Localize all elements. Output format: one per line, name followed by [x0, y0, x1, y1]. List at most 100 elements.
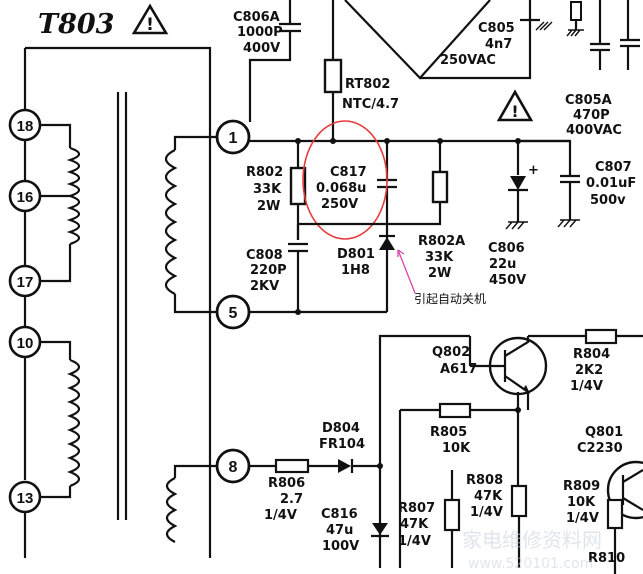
d804-value: FR104	[319, 437, 365, 452]
c806a-value: 1000P	[237, 25, 283, 40]
watermark-url: www.520101.com	[468, 556, 593, 572]
r802-value: 33K	[253, 182, 282, 197]
r807-rating: 1/4V	[398, 534, 431, 549]
c806-rating: 450V	[489, 273, 526, 288]
svg-text:17: 17	[17, 274, 34, 291]
c808-ref: C808	[246, 248, 283, 263]
transistor-q801	[606, 460, 643, 520]
warning-icon-2: !	[496, 89, 534, 122]
c805a-ref: C805A	[565, 93, 612, 108]
winding-secondary-2	[66, 194, 81, 246]
svg-text:10: 10	[17, 335, 34, 352]
c806a-rating: 400V	[243, 41, 280, 56]
capacitor-c816	[371, 523, 389, 538]
svg-text:+: +	[528, 163, 539, 178]
r802a-rating: 2W	[428, 266, 451, 281]
svg-text:!: !	[146, 15, 154, 35]
highlight-circle	[302, 120, 388, 240]
c807-rating: 500v	[590, 193, 626, 208]
c805a-value: 470P	[573, 108, 610, 123]
r808-ref: R808	[466, 473, 503, 488]
capacitor-c807	[560, 174, 580, 184]
c805-value: 4n7	[485, 37, 512, 52]
r802-ref: R802	[246, 165, 283, 180]
svg-text:16: 16	[17, 189, 34, 206]
r802a-ref: R802A	[418, 234, 465, 249]
transformer-title: T803	[38, 9, 114, 40]
c805-ref: C805	[478, 21, 515, 36]
r805-value: 10K	[442, 441, 471, 456]
c816-rating: 100V	[322, 539, 359, 554]
resistor-r806	[274, 458, 310, 474]
resistor-r804	[584, 328, 618, 345]
annotation-note: 引起自动关机	[414, 292, 486, 306]
resistor-r807	[443, 498, 461, 532]
winding-primary-1	[164, 149, 178, 295]
q801-ref: Q801	[585, 425, 623, 440]
winding-secondary-1	[66, 146, 81, 198]
annotation-pointer	[397, 249, 416, 294]
ground-symbol-top-1	[535, 21, 553, 31]
rt802-value: NTC/4.7	[342, 97, 399, 112]
pin-17: 17	[8, 264, 42, 298]
c808-value: 220P	[250, 263, 287, 278]
r805-ref: R805	[430, 425, 467, 440]
q802-ref: Q802	[432, 345, 470, 360]
svg-text:5: 5	[229, 305, 238, 322]
r806-rating: 1/4V	[264, 508, 297, 523]
resistor-r805	[438, 402, 472, 419]
r804-rating: 1/4V	[570, 379, 603, 394]
r806-value: 2.7	[280, 492, 303, 507]
r807-value: 47K	[400, 517, 429, 532]
pin-16: 16	[8, 179, 42, 213]
q802-value: A617	[440, 362, 477, 377]
ground-symbol-c807	[557, 219, 580, 228]
r802-rating: 2W	[257, 199, 280, 214]
r810-ref: R810	[588, 551, 625, 566]
c816-ref: C816	[321, 507, 358, 522]
capacitor-c808	[288, 242, 308, 253]
r804-ref: R804	[573, 347, 610, 362]
svg-text:1: 1	[229, 130, 238, 147]
r809-ref: R809	[563, 479, 600, 494]
r808-value: 47K	[474, 489, 503, 504]
c806-value: 22u	[489, 257, 516, 272]
warning-icon: !	[131, 3, 169, 35]
r809-value: 10K	[567, 495, 596, 510]
pin-18: 18	[8, 108, 42, 142]
c806-ref: C806	[488, 241, 525, 256]
pin-1: 1	[215, 119, 251, 155]
c805-rating: 250VAC	[440, 53, 496, 68]
svg-text:13: 13	[17, 490, 34, 507]
resistor-r802a	[431, 170, 449, 204]
c817-ref: C817	[330, 165, 367, 180]
pin-5: 5	[215, 294, 251, 330]
winding-primary-2	[165, 477, 178, 543]
q801-value: C2230	[577, 441, 623, 456]
c805a-rating: 400VAC	[566, 123, 622, 138]
c816-value: 47u	[326, 523, 353, 538]
ground-symbol-c806	[505, 221, 528, 230]
c806a-ref: C806A	[233, 10, 280, 25]
winding-secondary-3	[66, 358, 81, 488]
c807-ref: C807	[595, 160, 632, 175]
diode-d804	[338, 459, 354, 473]
watermark-cn: 家电维修资料网	[462, 528, 602, 552]
d801-value: 1H8	[341, 263, 370, 278]
resistor-r808	[510, 484, 528, 518]
c808-rating: 2KV	[250, 279, 279, 294]
pin-13: 13	[8, 480, 42, 514]
diode-d801	[379, 234, 395, 250]
d804-ref: D804	[322, 421, 360, 436]
thermistor-rt802	[323, 58, 343, 94]
r807-ref: R807	[398, 501, 435, 516]
r804-value: 2K2	[575, 363, 603, 378]
resistor-top-right	[570, 1, 582, 21]
d801-ref: D801	[337, 247, 375, 262]
svg-text:8: 8	[229, 459, 238, 476]
r806-ref: R806	[268, 476, 305, 491]
svg-text:!: !	[511, 102, 518, 121]
c817-rating: 250V	[321, 197, 358, 212]
